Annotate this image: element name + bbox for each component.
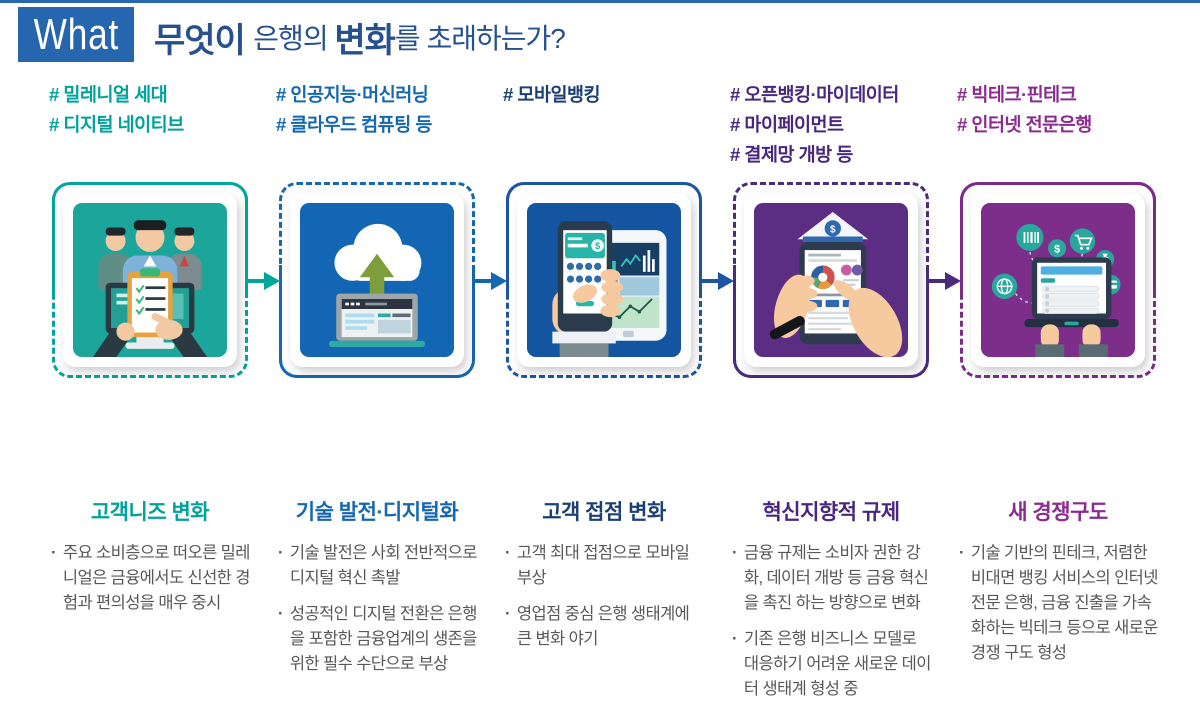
cloud-upload-laptop-icon — [328, 223, 426, 348]
hashtag: # 디지털 네이티브 — [49, 114, 184, 135]
dollar-glyph: $ — [1054, 243, 1060, 255]
mobile-banking-illustration: $ — [527, 203, 681, 357]
bullet-item: 성공적인 디지털 전환은 은행을 포함한 금융업계의 생존을 위한 필수 수단으… — [276, 602, 480, 677]
column-heading: 기술 발전·디지털화 — [295, 501, 459, 524]
laptop-fintech-icons: $ — [991, 223, 1121, 357]
illustration-card: $ — [517, 193, 691, 367]
hashtag: # 인터넷 전문은행 — [957, 114, 1092, 135]
title-part: 은행의 — [253, 23, 335, 54]
barcode-icon — [1016, 223, 1044, 252]
title-part: 를 초래하는가? — [394, 23, 566, 54]
column-customer-touchpoint: # 모바일뱅킹 — [501, 80, 707, 663]
illustration-box: $ — [960, 182, 1156, 378]
arrow-head-icon — [945, 272, 961, 290]
flow-arrow-2 — [472, 272, 508, 290]
customers-illustration — [73, 203, 227, 357]
regulation-illustration: $ — [754, 203, 908, 357]
bullet-list: 고객 최대 접점으로 모바일 부상 영업점 중심 은행 생태계에 큰 변화 야기 — [501, 541, 707, 652]
cloud-illustration — [300, 203, 454, 357]
hashtag-list: # 밀레니얼 세대 # 디지털 네이티브 — [47, 80, 253, 182]
bullet-list: 주요 소비층으로 떠오른 밀레니얼은 금융에서도 신선한 경험과 편의성을 매우… — [47, 541, 253, 616]
holding-hands-icon — [769, 274, 903, 357]
arrow-head-icon — [264, 272, 280, 290]
bullet-item: 주요 소비층으로 떠오른 밀레니얼은 금융에서도 신선한 경험과 편의성을 매우… — [49, 541, 253, 616]
mobile-banking-icon: $ — [552, 221, 667, 357]
bullet-item: 기술 기반의 핀테크, 저렴한 비대면 뱅킹 서비스의 인터넷 전문 은행, 금… — [957, 541, 1161, 666]
hashtag: # 인공지능·머신러닝 — [276, 84, 429, 105]
title-part-bold: 무엇이 — [154, 21, 254, 60]
hashtag: # 오픈뱅킹·마이데이터 — [730, 84, 899, 105]
top-accent-bar — [0, 0, 1200, 3]
arrow-head-icon — [491, 272, 507, 290]
bullet-list: 기술 기반의 핀테크, 저렴한 비대면 뱅킹 서비스의 인터넷 전문 은행, 금… — [955, 541, 1161, 666]
illustration-card — [63, 193, 237, 367]
hashtag: # 빅테크·핀테크 — [957, 84, 1077, 105]
bullet-list: 금융 규제는 소비자 권한 강화, 데이터 개방 등 금융 혁신을 촉진 하는 … — [728, 541, 934, 702]
laptop-icon — [1024, 257, 1119, 328]
flow-arrow-4 — [926, 272, 962, 290]
flow-arrow-3 — [699, 272, 735, 290]
typing-hands-icon — [1035, 324, 1108, 357]
bullet-list: 기술 발전은 사회 전반적으로 디지털 혁신 촉발 성공적인 디지털 전환은 은… — [274, 541, 480, 677]
hashtag: # 결제망 개방 등 — [730, 144, 853, 165]
column-heading: 혁신지향적 규제 — [762, 501, 900, 524]
flow-arrow-1 — [245, 272, 281, 290]
hashtag: # 밀레니얼 세대 — [49, 84, 168, 105]
cart-icon — [1069, 228, 1096, 254]
illustration-box: $ — [733, 182, 929, 378]
bank-roof-icon: $ — [797, 212, 869, 242]
column-regulation: # 오픈뱅킹·마이데이터 # 마이페이먼트 # 결제망 개방 등 $ — [728, 80, 934, 705]
hands-phone-bank-report-icon: $ — [769, 212, 903, 357]
column-new-competition: # 빅테크·핀테크 # 인터넷 전문은행 — [955, 80, 1161, 677]
illustration-box — [52, 182, 248, 378]
hashtag: # 클라우드 컴퓨팅 등 — [276, 114, 432, 135]
hashtag: # 모바일뱅킹 — [503, 84, 601, 105]
dollar-glyph: $ — [595, 241, 600, 251]
bullet-item: 고객 최대 접점으로 모바일 부상 — [503, 541, 707, 591]
column-heading: 고객 접점 변화 — [542, 501, 666, 524]
hashtag-list: # 오픈뱅킹·마이데이터 # 마이페이먼트 # 결제망 개방 등 — [728, 80, 934, 182]
hand-with-phone-icon: $ — [552, 221, 624, 357]
dollar-glyph: $ — [830, 224, 836, 235]
hashtag-list: # 빅테크·핀테크 # 인터넷 전문은행 — [955, 80, 1161, 182]
column-heading: 고객니즈 변화 — [90, 501, 210, 524]
laptop-icon — [328, 293, 426, 348]
cloud-upload-icon — [334, 223, 422, 303]
bullet-item: 영업점 중심 은행 생태계에 큰 변화 야기 — [503, 602, 707, 652]
title-part-bold: 변화 — [334, 21, 396, 60]
hashtag: # 마이페이먼트 — [730, 114, 844, 135]
dollar-icon: $ — [1048, 239, 1067, 258]
arrow-head-icon — [718, 272, 734, 290]
column-customer-needs: # 밀레니얼 세대 # 디지털 네이티브 — [47, 80, 253, 627]
column-technology: # 인공지능·머신러닝 # 클라우드 컴퓨팅 등 — [274, 80, 480, 688]
bullet-item: 금융 규제는 소비자 권한 강화, 데이터 개방 등 금융 혁신을 촉진 하는 … — [730, 541, 934, 616]
what-badge-label: What — [33, 9, 119, 59]
holding-hands-icon — [92, 313, 208, 357]
what-badge: What — [18, 7, 134, 62]
illustration-card: $ — [744, 193, 918, 367]
hashtag-list: # 모바일뱅킹 — [501, 80, 707, 182]
hashtag-list: # 인공지능·머신러닝 # 클라우드 컴퓨팅 등 — [274, 80, 480, 182]
globe-icon — [991, 273, 1018, 300]
column-heading: 새 경쟁구도 — [1008, 501, 1108, 524]
bullet-item: 기존 은행 비즈니스 모델로 대응하기 어려운 새로운 데이터 생태계 형성 중 — [730, 627, 934, 702]
customers-monitor-clipboard-icon — [92, 220, 208, 357]
illustration-box: $ — [506, 182, 702, 378]
illustration-card — [290, 193, 464, 367]
illustration-box — [279, 182, 475, 378]
illustration-card: $ — [971, 193, 1145, 367]
competition-illustration: $ — [981, 203, 1135, 357]
bullet-item: 기술 발전은 사회 전반적으로 디지털 혁신 촉발 — [276, 541, 480, 591]
